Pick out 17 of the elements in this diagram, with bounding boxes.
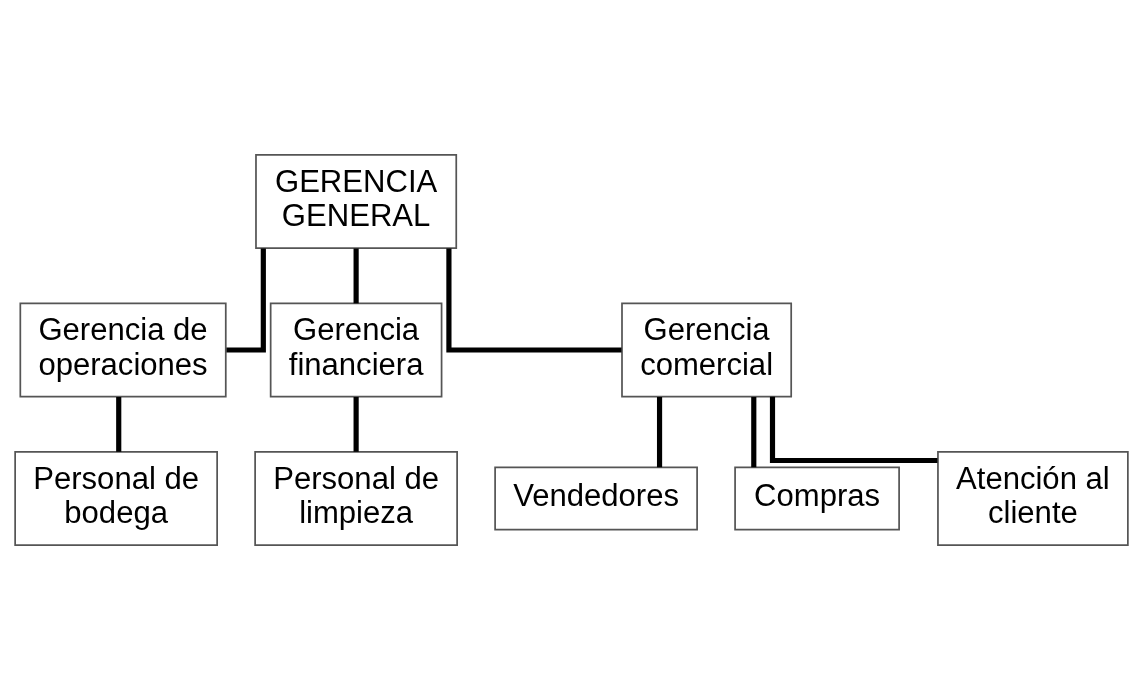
connector xyxy=(751,397,757,468)
connector xyxy=(226,248,266,353)
connector xyxy=(769,396,938,464)
connector xyxy=(353,248,359,304)
node-box: Gerencia financiera xyxy=(269,302,443,398)
connector xyxy=(116,397,122,452)
node-box: Compras xyxy=(734,466,900,531)
connector xyxy=(446,248,622,353)
node-box: Personal de bodega xyxy=(14,451,218,546)
connector xyxy=(353,397,359,452)
node-box: Gerencia de operaciones xyxy=(19,302,227,398)
node-box: Gerencia comercial xyxy=(621,302,793,398)
node-box: GERENCIA GENERAL xyxy=(255,154,458,249)
node-box: Vendedores xyxy=(494,466,698,531)
node-box: Atención al cliente xyxy=(937,451,1129,546)
connector xyxy=(656,397,663,468)
node-box: Personal de limpieza xyxy=(254,451,458,546)
